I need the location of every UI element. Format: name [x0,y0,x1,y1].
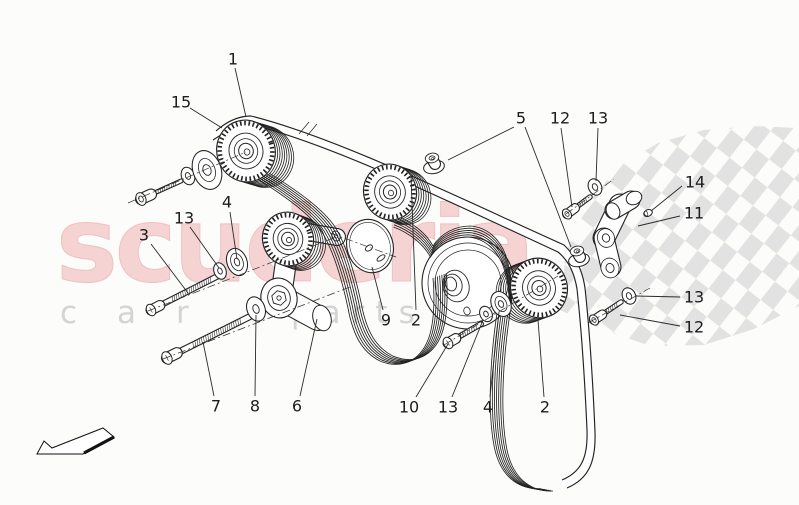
locating-pin [643,209,653,217]
washer [191,150,223,190]
callout-label-1: 1 [228,50,238,69]
washer [587,178,603,196]
washer [213,262,227,280]
callout-label-13: 13 [174,209,194,228]
callout-label-15: 15 [171,93,191,112]
callout-label-12: 12 [550,109,570,128]
mounting-bracket [592,190,643,279]
callout-label-12: 12 [684,318,704,337]
guide-pulley-lower [495,257,568,324]
washer [225,247,249,277]
callout-label-2: 2 [411,311,421,330]
flanged-nut [568,245,590,268]
direction-arrow [36,427,115,455]
callouts: 1 15 4 13 3 5 12 13 14 11 13 12 7 8 6 9 2 10 13 4 2 [139,50,705,417]
idler-pulley-1 [216,119,295,188]
callout-label-9: 9 [381,311,391,330]
cover-plate [346,218,394,274]
checkered-flag [560,126,799,346]
tensioner-pulley [261,211,326,271]
flanged-nut [423,152,445,175]
callout-label-13: 13 [684,288,704,307]
guide-pulley-upper [362,163,432,226]
callout-label-6: 6 [292,397,302,416]
callout-label-3: 3 [139,226,149,245]
socket-head-bolt [561,194,593,220]
watermark-word-car: car [60,295,229,331]
callout-label-4: 4 [483,398,493,417]
callout-label-13: 13 [438,398,458,417]
washer [621,287,637,305]
socket-head-bolt [135,178,184,206]
callout-label-8: 8 [250,397,260,416]
callout-label-7: 7 [211,397,221,416]
center-lines [127,151,651,360]
washer [245,296,267,322]
callout-label-5: 5 [516,109,526,128]
callout-label-11: 11 [684,204,704,223]
callout-label-14: 14 [685,173,705,192]
callout-label-10: 10 [399,398,419,417]
washer [490,291,512,317]
diagram-parts: 1 15 4 13 3 5 12 13 14 11 13 12 7 8 6 9 2 10 13 4 2 [36,50,705,492]
callout-label-4: 4 [222,193,232,212]
callout-label-13: 13 [588,109,608,128]
callout-label-2: 2 [540,398,550,417]
